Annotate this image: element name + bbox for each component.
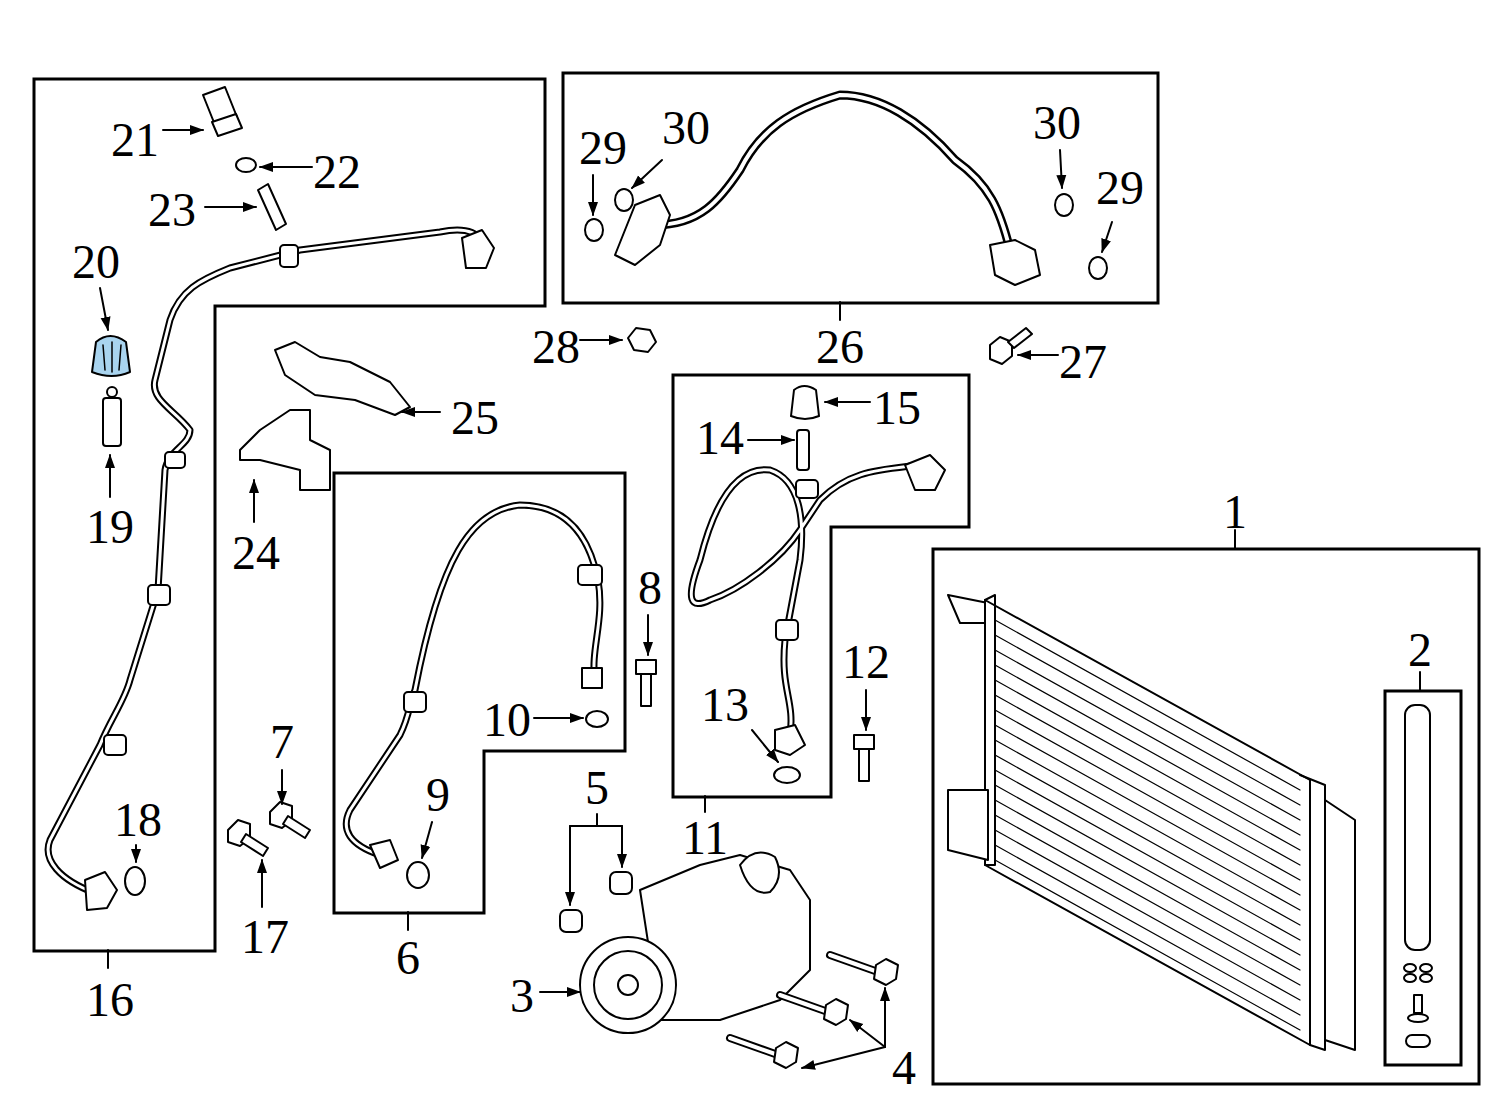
callout-number: 7 [270, 718, 294, 766]
condenser [948, 595, 1355, 1050]
callout-number: 4 [892, 1044, 916, 1092]
hose-16 [48, 230, 494, 910]
part-group-box: 11151413 [672, 374, 968, 796]
callout-number: 15 [873, 384, 921, 432]
callout-number: 22 [313, 148, 361, 196]
callout-number: 25 [451, 394, 499, 442]
nut [628, 328, 656, 352]
callout-number: 11 [682, 814, 728, 862]
callout-number: 8 [638, 564, 662, 612]
service-valve [103, 398, 121, 446]
callout-number: 12 [842, 638, 890, 686]
callout-number: 1 [1223, 488, 1247, 536]
callout-number: 21 [111, 116, 159, 164]
ac-line-26 [585, 95, 1107, 285]
callout-number: 30 [662, 104, 710, 152]
callout-number: 19 [86, 503, 134, 551]
bracket [240, 410, 330, 490]
ac-hose-11 [691, 386, 945, 783]
callout-number: 17 [241, 913, 289, 961]
bracket-line [596, 814, 598, 826]
box-outline [932, 548, 1478, 1083]
callout-number: 2 [1408, 626, 1432, 674]
bolt [854, 735, 874, 749]
callout-number: 28 [532, 323, 580, 371]
valve-core [258, 184, 286, 230]
bracket [275, 342, 410, 415]
sleeve [610, 872, 632, 894]
callout-number: 10 [483, 696, 531, 744]
callout-number: 24 [232, 529, 280, 577]
o-ring [125, 867, 145, 895]
receiver-drier [1404, 705, 1432, 1047]
part-group-box: 6109 [333, 472, 624, 912]
ac-hose-6 [346, 505, 608, 888]
callout-number: 27 [1059, 338, 1107, 386]
callout-number: 3 [510, 972, 534, 1020]
callout-number: 14 [696, 414, 744, 462]
callout-number: 5 [585, 764, 609, 812]
callout-number: 26 [816, 323, 864, 371]
callout-number: 6 [396, 934, 420, 982]
compressor [580, 853, 810, 1034]
box-outline [1384, 690, 1460, 1064]
callout-number: 16 [86, 976, 134, 1024]
callout-number: 20 [72, 238, 120, 286]
o-ring [236, 158, 256, 172]
callout-number: 29 [1096, 164, 1144, 212]
callout-number: 18 [114, 796, 162, 844]
part-group-box: 12 [932, 548, 1478, 1083]
callout-number: 13 [701, 681, 749, 729]
box-outline [333, 472, 624, 912]
service-cap-highlighted [92, 336, 130, 376]
leader-lines [100, 130, 1112, 1068]
callout-number: 9 [426, 771, 450, 819]
part-group-box: 2 [1384, 690, 1460, 1064]
part-group-box: 2629303029 [562, 72, 1157, 302]
callout-number: 30 [1033, 99, 1081, 147]
callout-number: 23 [148, 186, 196, 234]
callout-number: 29 [579, 124, 627, 172]
bolts [730, 955, 898, 1068]
bolt [636, 660, 656, 674]
part-group-box: 16212223201918 [33, 78, 544, 950]
sleeve [560, 910, 582, 932]
